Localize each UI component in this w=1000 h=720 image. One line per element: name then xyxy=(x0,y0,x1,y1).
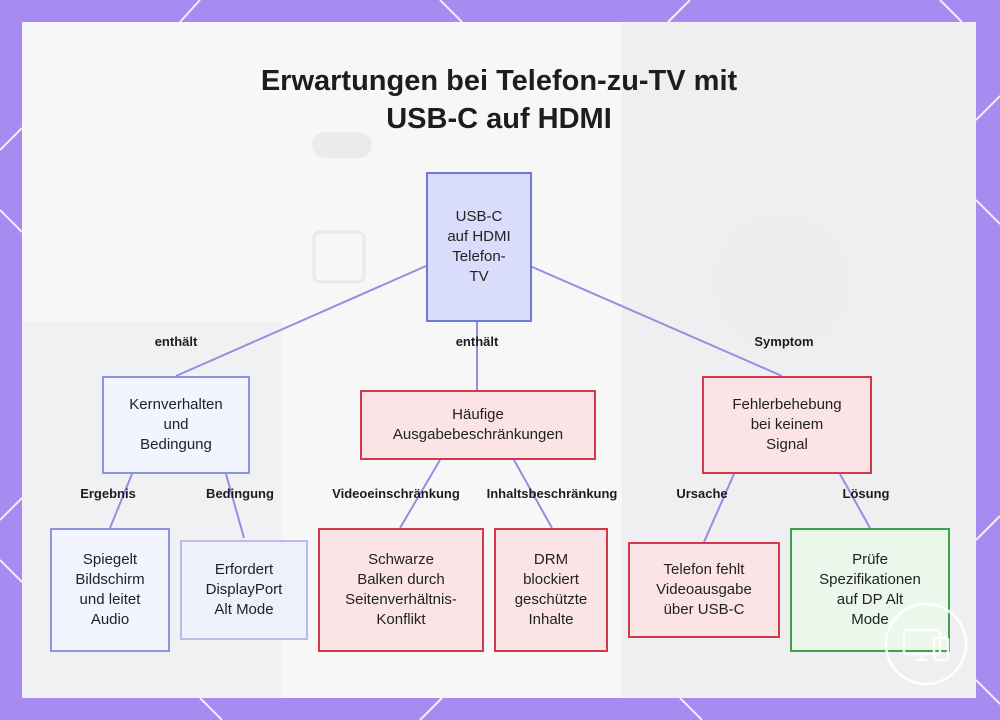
edge-label-trouble-checkspecs: Lösung xyxy=(843,486,890,501)
edge-label-root-limits: enthält xyxy=(456,334,499,349)
node-displayport: Erfordert DisplayPort Alt Mode xyxy=(180,540,308,640)
edge-label-core-mirror: Ergebnis xyxy=(80,486,136,501)
edge-root-trouble xyxy=(530,266,782,376)
edge-trouble-checkspecs xyxy=(840,474,870,528)
edge-core-displayport xyxy=(226,474,244,538)
node-core: Kernverhalten und Bedingung xyxy=(102,376,250,474)
edge-trouble-nooutput xyxy=(704,474,734,542)
node-root: USB-C auf HDMI Telefon- TV xyxy=(426,172,532,322)
node-bars: Schwarze Balken durch Seitenverhältnis- … xyxy=(318,528,484,652)
edge-label-root-trouble: Symptom xyxy=(754,334,813,349)
edge-label-limits-bars: Videoeinschränkung xyxy=(332,486,460,501)
edge-label-trouble-nooutput: Ursache xyxy=(676,486,727,501)
edge-label-limits-drm: Inhaltsbeschränkung xyxy=(487,486,618,501)
monitor-phone-icon xyxy=(882,600,970,688)
edge-label-core-displayport: Bedingung xyxy=(206,486,274,501)
edge-root-core xyxy=(176,266,426,376)
edge-label-root-core: enthält xyxy=(155,334,198,349)
diagram-panel: Erwartungen bei Telefon-zu-TV mit USB-C … xyxy=(22,22,976,698)
node-nooutput: Telefon fehlt Videoausgabe über USB-C xyxy=(628,542,780,638)
node-trouble: Fehlerbehebung bei keinem Signal xyxy=(702,376,872,474)
node-drm: DRM blockiert geschützte Inhalte xyxy=(494,528,608,652)
node-mirror: Spiegelt Bildschirm und leitet Audio xyxy=(50,528,170,652)
node-limits: Häufige Ausgabebeschränkungen xyxy=(360,390,596,460)
edge-core-mirror xyxy=(110,474,132,528)
